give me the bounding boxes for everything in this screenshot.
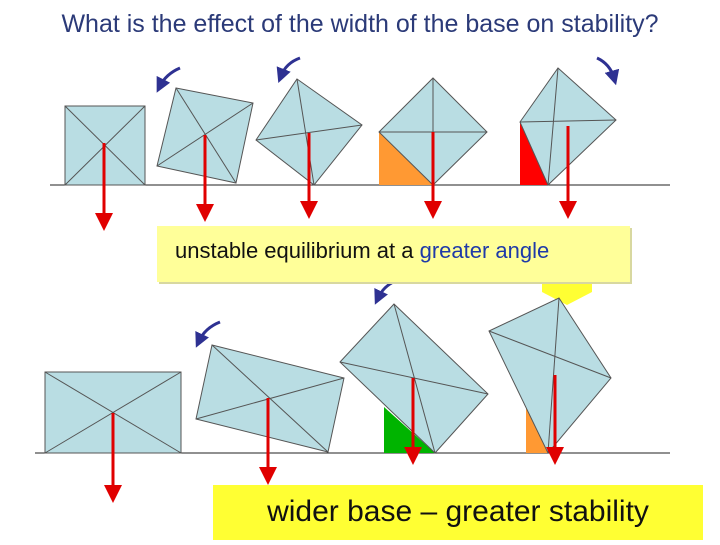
wide-block-upright — [44, 371, 182, 454]
callout-pointer — [542, 283, 592, 305]
narrow-block-tilt-2 — [255, 78, 363, 186]
rotation-arrow-5 — [374, 278, 399, 305]
conclusion-banner: wider base – greater stability — [213, 485, 703, 540]
callout-text-part1: unstable equilibrium at a — [175, 238, 420, 263]
wide-block-tilt-1 — [195, 344, 345, 453]
rotation-arrow-3 — [596, 56, 620, 86]
wide-block-toppling — [488, 297, 612, 454]
rotation-arrow-2 — [276, 56, 301, 83]
green-wedge-bottom — [384, 407, 435, 453]
page-title: What is the effect of the width of the b… — [61, 10, 659, 38]
rotation-arrow-4 — [195, 320, 221, 348]
rotation-arrow-1 — [156, 66, 181, 93]
callout-box: unstable equilibrium at a greater angle — [157, 226, 630, 282]
callout-text-part2: greater angle — [419, 238, 550, 263]
